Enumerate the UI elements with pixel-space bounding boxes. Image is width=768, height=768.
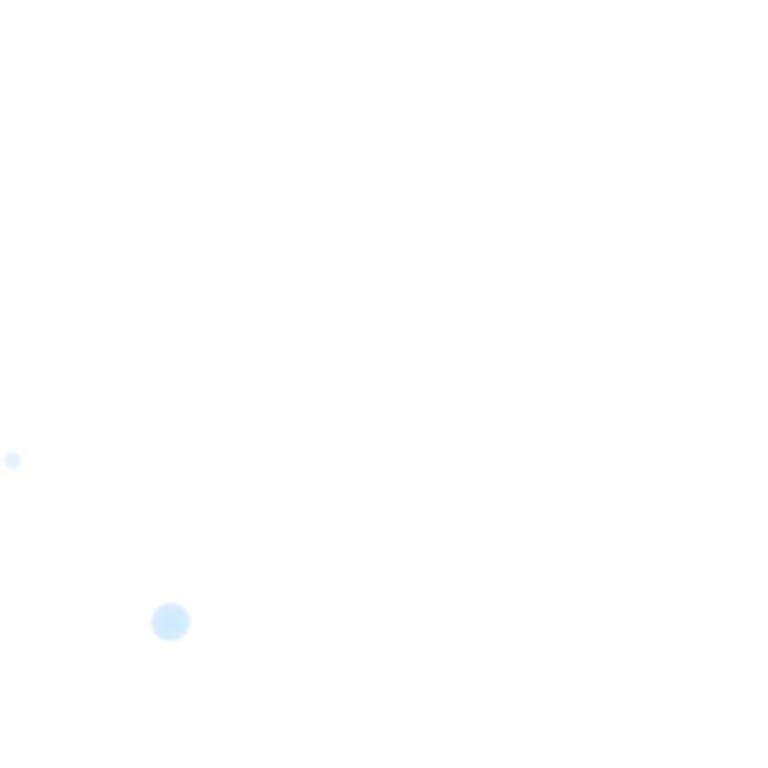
small-blue-dot-icon bbox=[4, 452, 21, 469]
large-blue-dot-icon bbox=[151, 603, 190, 641]
